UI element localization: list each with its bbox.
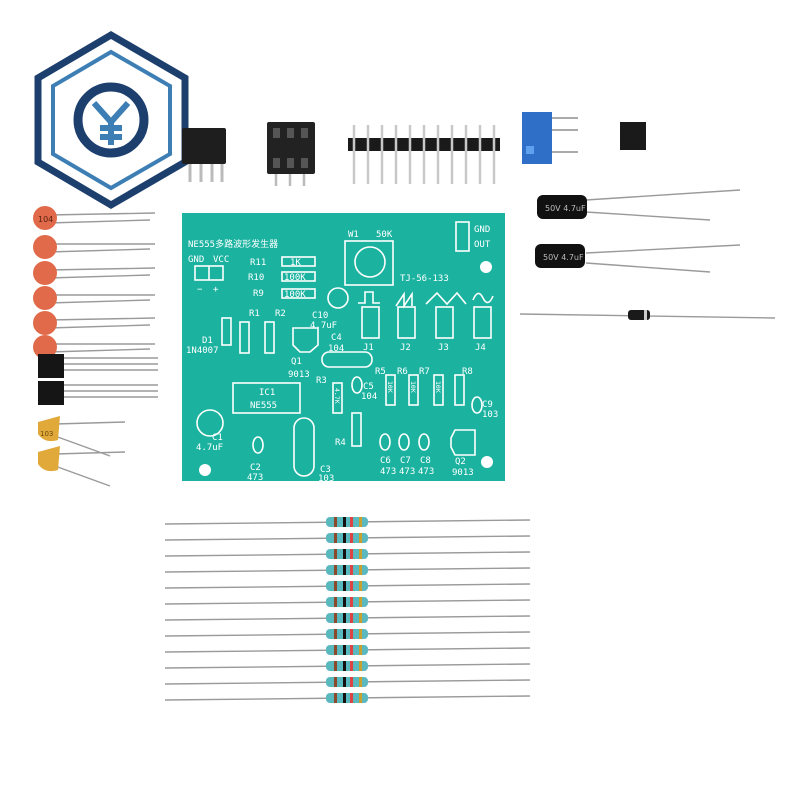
c2-label: C2: [250, 463, 261, 473]
ne555-chip: [182, 128, 226, 182]
r3-label: R3: [316, 376, 327, 386]
resistor: [164, 693, 531, 703]
resistor: [164, 565, 531, 575]
j3-label: J3: [438, 343, 449, 353]
plus-label: +: [213, 285, 219, 295]
c6-value: 473: [380, 467, 396, 477]
c1-value: 4.7uF: [196, 443, 223, 453]
c7-label: C7: [400, 456, 411, 466]
ic-socket: [267, 122, 315, 186]
w1-label: W1: [348, 230, 359, 240]
r2-label: R2: [275, 309, 286, 319]
resistor: [164, 629, 531, 639]
r7-label: R7: [419, 367, 430, 377]
monolithic-capacitor: [38, 446, 126, 487]
c6-label: C6: [380, 456, 391, 466]
c4-label: C4: [331, 333, 342, 343]
c3-label: C3: [320, 465, 331, 475]
c3-value: 103: [318, 474, 334, 484]
r11-value: 1K: [290, 258, 301, 268]
capacitor-marking: 50V 4.7uF: [545, 204, 586, 213]
q2-value: 9013: [452, 468, 474, 478]
c7-value: 473: [399, 467, 415, 477]
ceramic-capacitors: 104 103: [33, 206, 158, 487]
gnd-label: GND: [188, 255, 204, 265]
j1-label: J1: [363, 343, 374, 353]
r8-label: R8: [462, 367, 473, 377]
c10-label: C10: [312, 311, 328, 321]
ceramic-disc-capacitor: [33, 206, 156, 230]
j2-label: J2: [400, 343, 411, 353]
resistor: [164, 613, 531, 623]
d1-value: 1N4007: [186, 346, 219, 356]
c4-value: 104: [328, 344, 344, 354]
c8-label: C8: [420, 456, 431, 466]
diode: [519, 310, 776, 320]
resistor: [164, 517, 531, 527]
c5-label: C5: [363, 382, 374, 392]
r9-value: 100K: [284, 290, 306, 300]
out-label: OUT: [474, 240, 491, 250]
c5-value: 104: [361, 392, 377, 402]
ceramic-marking: 103: [40, 430, 53, 438]
q2-label: Q2: [455, 457, 466, 467]
resistor: [164, 597, 531, 607]
pin-header: [348, 125, 500, 184]
resistor: [164, 677, 531, 687]
resistor: [164, 581, 531, 591]
resistor-bundle: [164, 517, 531, 703]
r1-label: R1: [249, 309, 260, 319]
j4-label: J4: [475, 343, 486, 353]
trimmer-potentiometer: [522, 112, 578, 164]
ic1-label: IC1: [259, 388, 275, 398]
r6-label: R6: [397, 367, 408, 377]
board-title: NE555多路波形发生器: [188, 238, 278, 250]
r3-value: 4.7K: [333, 388, 341, 404]
resistor: [164, 661, 531, 671]
board-model: TJ-56-133: [400, 274, 449, 284]
pcb-board: NE555多路波形发生器 GND VCC − + GND OUT TJ-56-1…: [182, 213, 505, 484]
q1-value: 9013: [288, 370, 310, 380]
resistor: [164, 645, 531, 655]
ceramic-disc-capacitor: [33, 311, 156, 335]
ic1-value: NE555: [250, 401, 277, 411]
minus-label: −: [197, 285, 203, 295]
resistor: [164, 533, 531, 543]
q1-label: Q1: [291, 357, 302, 367]
transistor: [38, 381, 158, 405]
d1-label: D1: [202, 336, 213, 346]
ceramic-disc-capacitor: [33, 286, 155, 310]
r4-label: R4: [335, 438, 346, 448]
jumper-cap: [620, 122, 646, 150]
c1-label: C1: [212, 433, 223, 443]
r9-label: R9: [253, 289, 264, 299]
r10-value: 100K: [284, 273, 306, 283]
c2-value: 473: [247, 473, 263, 483]
brand-logo: [34, 30, 189, 210]
ceramic-disc-capacitor: [33, 261, 156, 285]
w1-value: 50K: [376, 230, 393, 240]
electrolytic-capacitor: 50V 4.7uF: [535, 244, 741, 273]
r5-value: 10K: [386, 381, 394, 393]
r7-value: 10K: [434, 381, 442, 393]
c10-value: 4.7uF: [310, 321, 337, 331]
transistor: [38, 354, 158, 378]
vcc-label: VCC: [213, 255, 229, 265]
ceramic-disc-capacitor: [33, 335, 155, 359]
r6-value: 10K: [409, 381, 417, 393]
r5-label: R5: [375, 367, 386, 377]
c9-label: C9: [482, 400, 493, 410]
c9-value: 103: [482, 410, 498, 420]
c8-value: 473: [418, 467, 434, 477]
resistor: [164, 549, 531, 559]
r11-label: R11: [250, 258, 266, 268]
ceramic-disc-capacitor: [33, 235, 155, 259]
electrolytic-capacitor: 50V 4.7uF: [537, 189, 741, 221]
r10-label: R10: [248, 273, 264, 283]
ceramic-marking: 104: [38, 215, 53, 224]
capacitor-marking: 50V 4.7uF: [543, 253, 584, 262]
out-gnd-label: GND: [474, 225, 490, 235]
